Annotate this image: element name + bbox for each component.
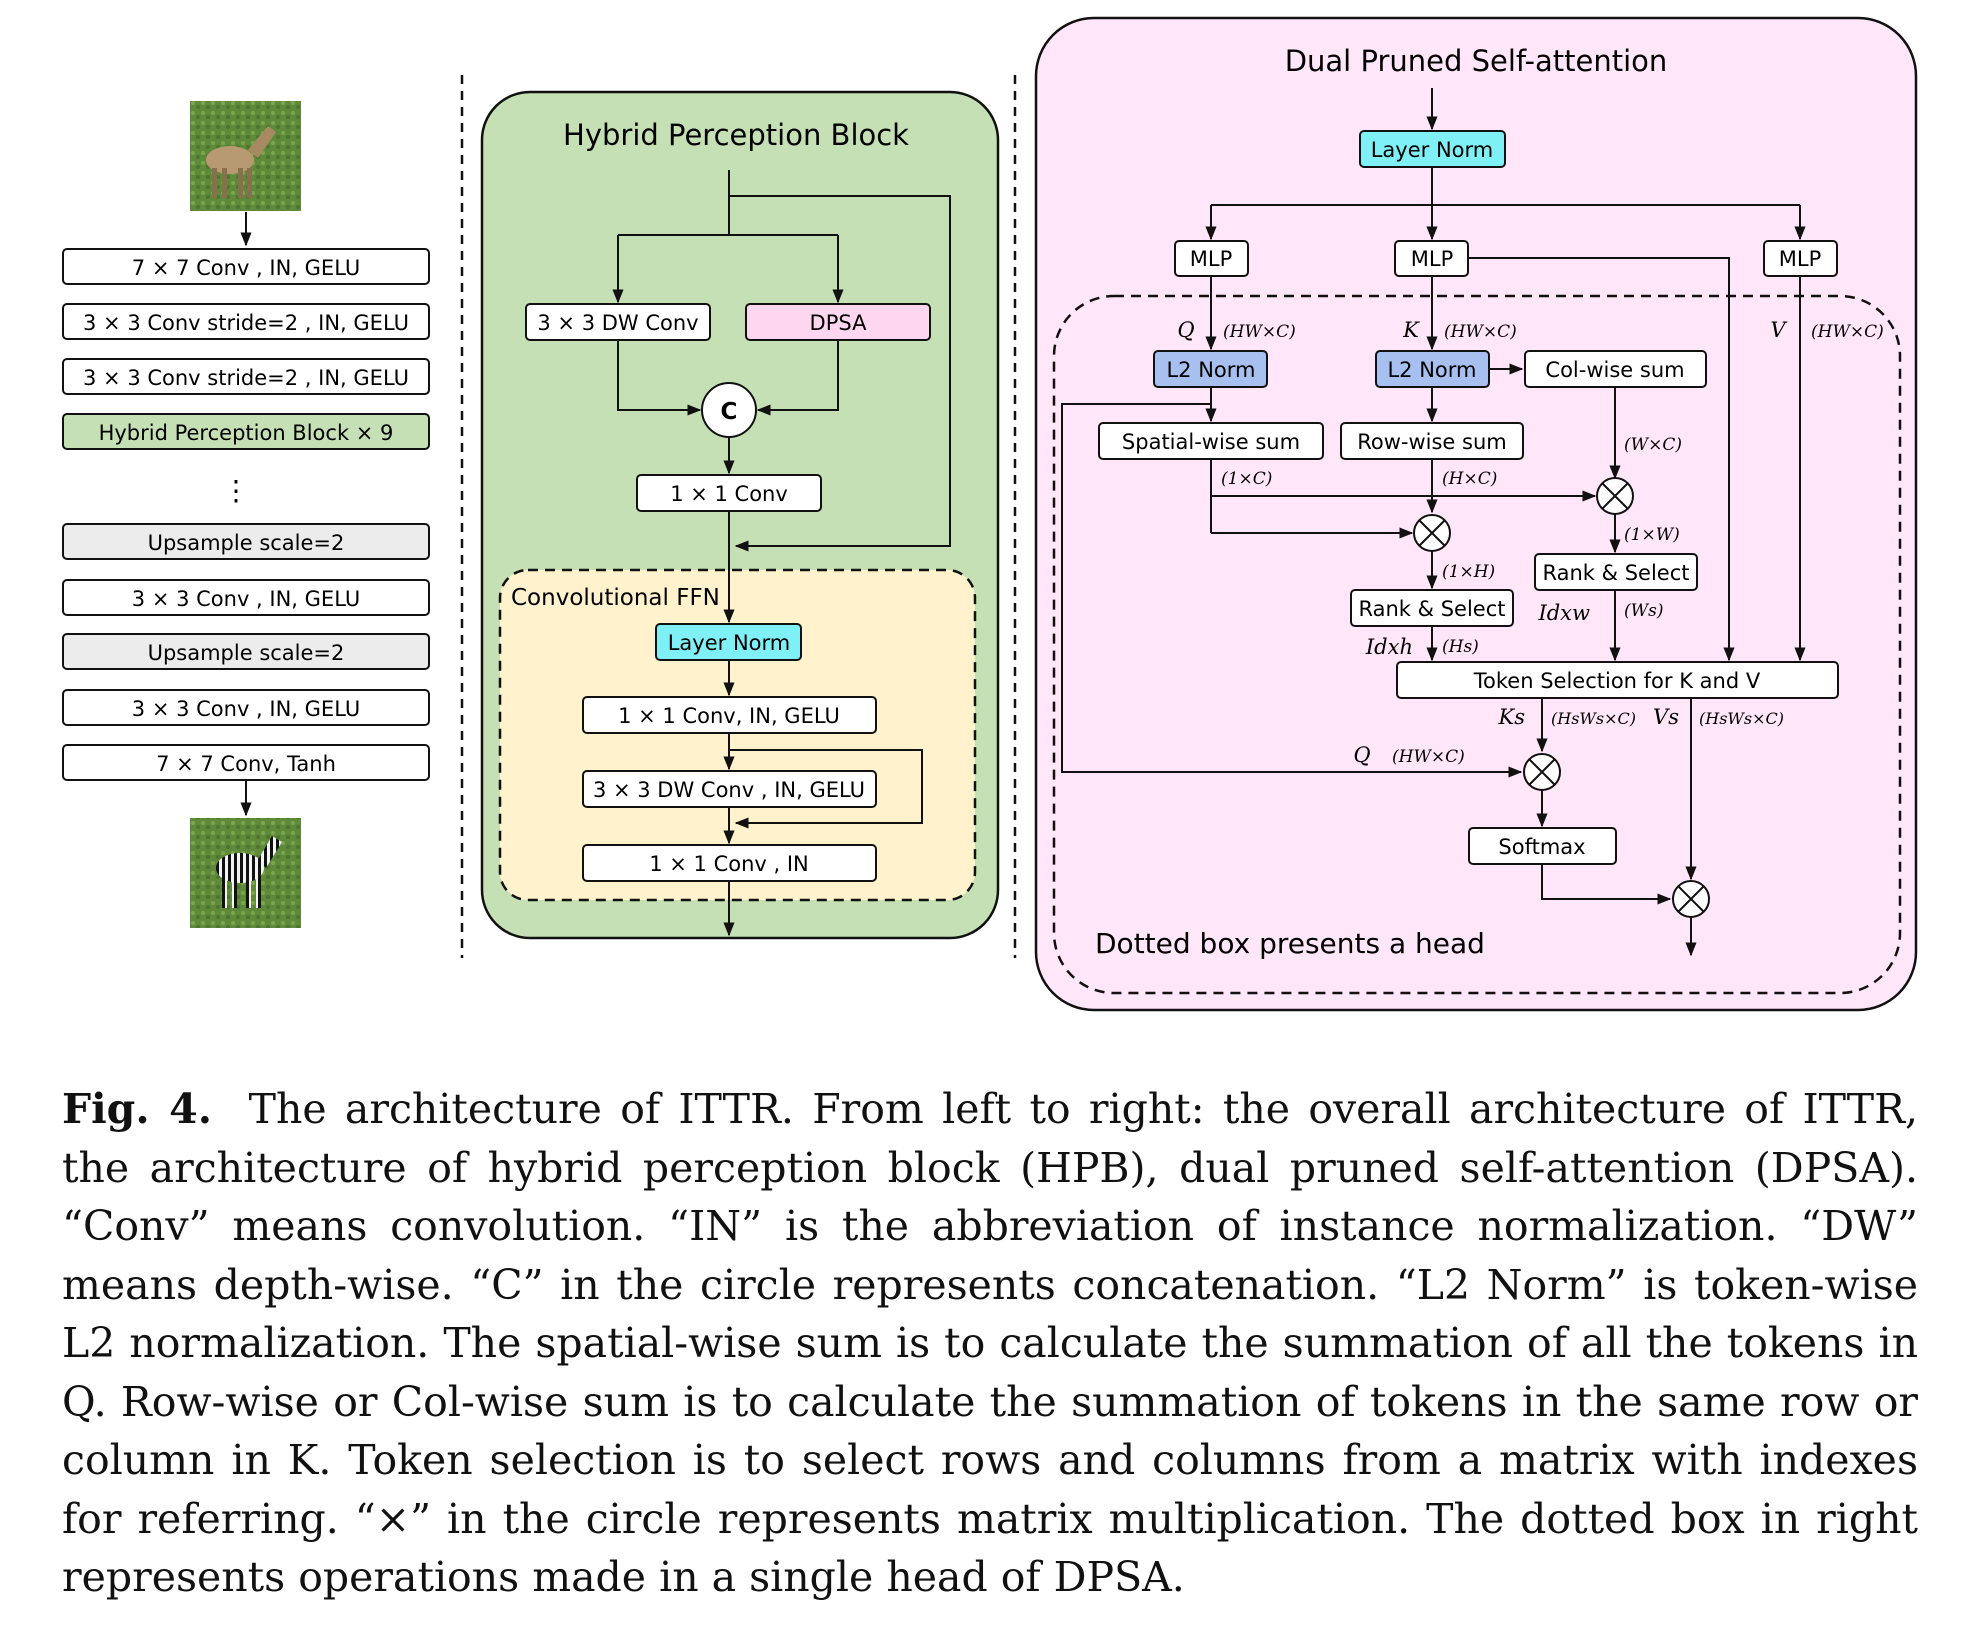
architecture-diagram: 7 × 7 Conv , IN, GELU 3 × 3 Conv stride=… [62,16,1918,1012]
ks-dim: (HsWs×C) [1551,709,1636,728]
ffn-conv2-label: 1 × 1 Conv , IN [649,852,809,876]
layer-2-label: 3 × 3 Conv stride=2 , IN, GELU [83,311,409,335]
colsum-label: Col-wise sum [1545,358,1684,382]
layer-7-label: Upsample scale=2 [148,641,345,665]
layer-5-box [62,523,430,560]
figure-caption: Fig. 4. The architecture of ITTR. From l… [62,1080,1918,1607]
layer-3-box [62,358,430,395]
vs-symbol: Vs [1653,705,1679,729]
layer-3-label: 3 × 3 Conv stride=2 , IN, GELU [83,366,409,390]
dw-conv-label: 3 × 3 DW Conv [537,311,698,335]
mlp-k-label: MLP [1411,247,1453,271]
caption-text: The architecture of ITTR. From left to r… [62,1085,1918,1601]
onew-dim: (1×W) [1624,525,1680,545]
ffn-title: Convolutional FFN [511,585,720,611]
q-dim: (HW×C) [1223,322,1296,342]
layer-8-label: 3 × 3 Conv , IN, GELU [132,697,360,721]
idxh-symbol: Idxh [1365,635,1413,659]
multiply-circle-attn [1523,753,1561,791]
ks-symbol: Ks [1498,705,1526,729]
layer-4-box [62,413,430,450]
layer-6-box [62,579,430,616]
k-dim: (HW×C) [1444,322,1517,342]
hs-dim: (Hs) [1442,637,1479,657]
overall-architecture: 7 × 7 Conv , IN, GELU 3 × 3 Conv stride=… [62,101,430,928]
ffn-panel [498,568,977,902]
onec-dim: (1×C) [1221,469,1272,489]
hybrid-perception-block: Hybrid Perception Block 3 × 3 DW Conv DP… [480,90,1000,940]
layer-9-label: 7 × 7 Conv, Tanh [156,752,336,776]
v-symbol: V [1770,318,1787,342]
hc-dim: (H×C) [1442,469,1497,489]
layer-4-label: Hybrid Perception Block × 9 [99,421,394,445]
layer-1-box [62,248,430,285]
dpsa-title: Dual Pruned Self-attention [1285,44,1668,78]
vs-dim: (HsWs×C) [1699,709,1784,728]
mlp-v-label: MLP [1779,247,1821,271]
ffn-layer-norm-label: Layer Norm [668,631,791,655]
layer-2-box [62,303,430,340]
k-symbol: K [1402,318,1420,342]
output-zebra-image [190,818,301,928]
l2norm-q-label: L2 Norm [1166,358,1255,382]
multiply-circle-out [1672,880,1710,918]
multiply-circle-row [1413,514,1451,552]
layer-1-label: 7 × 7 Conv , IN, GELU [132,256,360,280]
multiply-circle-col [1596,477,1634,515]
oneh-dim: (1×H) [1442,562,1495,582]
token-selection-label: Token Selection for K and V [1473,669,1761,693]
layer-7-box [62,633,430,670]
dpsa-label: DPSA [810,311,868,335]
token-selection-box [1396,661,1839,699]
head-note: Dotted box presents a head [1095,927,1485,960]
ffn-conv1-label: 1 × 1 Conv, IN, GELU [618,704,840,728]
concat-label: C [721,399,738,425]
idxw-symbol: Idxw [1537,601,1590,625]
conv1x1-label: 1 × 1 Conv [670,482,788,506]
rank-select-w-label: Rank & Select [1543,561,1690,585]
hpb-title: Hybrid Perception Block [563,118,909,152]
mlp-q-label: MLP [1190,247,1232,271]
dual-pruned-self-attention: Dual Pruned Self-attention Layer Norm ML… [1034,16,1918,1012]
dpsa-layer-norm-label: Layer Norm [1371,138,1494,162]
spatialsum-label: Spatial-wise sum [1122,430,1300,454]
head-box [1052,294,1902,995]
layer-8-box [62,689,430,726]
rowsum-label: Row-wise sum [1357,430,1507,454]
rank-select-h-label: Rank & Select [1359,597,1506,621]
dpsa-panel [1034,16,1918,1012]
q2-dim: (HW×C) [1392,747,1465,767]
v-dim: (HW×C) [1811,322,1884,342]
wc-dim: (W×C) [1624,435,1682,455]
q-symbol: Q [1177,318,1194,342]
l2norm-k-label: L2 Norm [1387,358,1476,382]
layer-5-label: Upsample scale=2 [148,531,345,555]
q2-symbol: Q [1353,743,1370,767]
input-horse-image [190,101,301,211]
ws-dim: (Ws) [1624,601,1663,621]
ffn-dw-label: 3 × 3 DW Conv , IN, GELU [593,778,865,802]
ellipsis: ⋮ [222,474,250,507]
softmax-label: Softmax [1498,835,1585,859]
layer-6-label: 3 × 3 Conv , IN, GELU [132,587,360,611]
caption-label: Fig. 4. [62,1085,212,1133]
